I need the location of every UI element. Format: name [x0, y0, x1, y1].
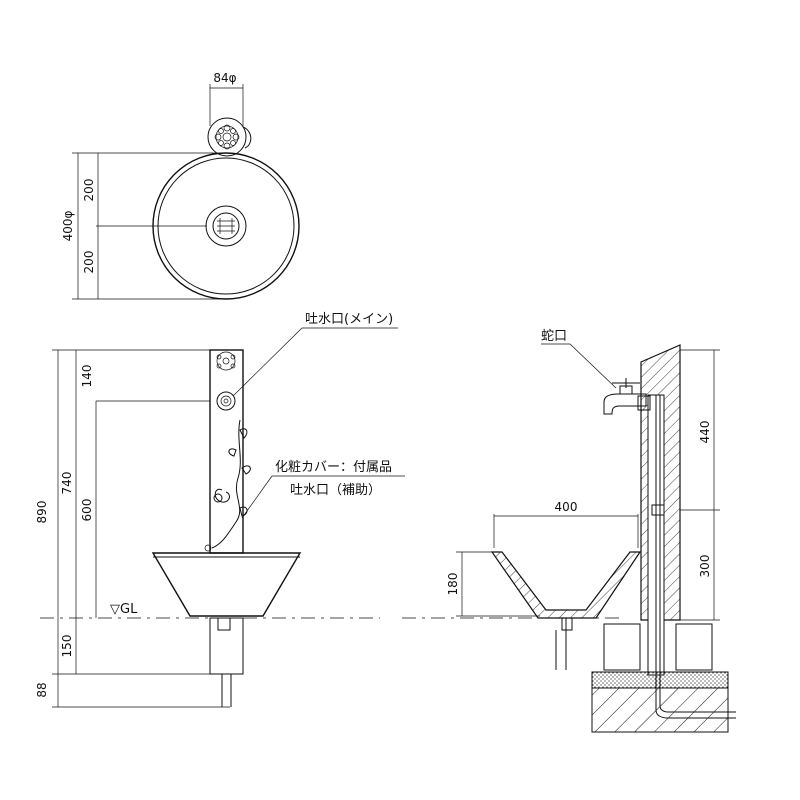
bowl-body	[151, 552, 302, 617]
bowl-section	[490, 551, 642, 619]
label-decorative-cover: 化粧カバー：付属品	[275, 460, 392, 475]
label-faucet: 蛇口	[541, 329, 567, 344]
label-aux-outlet: 吐水口（補助）	[290, 483, 381, 498]
dim-faucet-height: 440	[698, 421, 712, 444]
front-view: 890 740 140 600 150 88	[35, 312, 405, 708]
dim-total-height: 890	[35, 501, 49, 524]
main-outlet-icon	[216, 391, 236, 411]
dim-mid-section: 600	[80, 499, 94, 522]
post-top-rosette-icon	[207, 117, 252, 157]
post-top-ornament-icon	[216, 351, 236, 371]
dim-top-upper: 200	[82, 179, 96, 202]
dim-below-gl: 150	[60, 635, 74, 658]
ground-level-label: ▽GL	[110, 602, 138, 617]
top-view: 84φ	[61, 71, 300, 300]
label-main-outlet: 吐水口(メイン)	[305, 312, 393, 327]
dim-top-lower: 200	[82, 251, 96, 274]
gravel-layer	[591, 671, 729, 689]
dim-base: 88	[35, 682, 49, 697]
dim-bowl-diameter: 400φ	[61, 211, 75, 242]
dim-post-height: 740	[60, 472, 74, 495]
dim-top-section: 140	[80, 365, 94, 388]
dim-post-width: 84φ	[213, 71, 236, 85]
dim-bowl-width: 400	[555, 500, 578, 514]
side-section-view: 蛇口 440 300 400 180	[402, 329, 736, 733]
drain-icon	[205, 205, 247, 247]
dim-bowl-height: 180	[446, 573, 460, 596]
dim-lower-section: 300	[698, 555, 712, 578]
faucet-icon	[603, 378, 651, 415]
post-body	[209, 349, 244, 554]
post-base	[209, 617, 244, 675]
